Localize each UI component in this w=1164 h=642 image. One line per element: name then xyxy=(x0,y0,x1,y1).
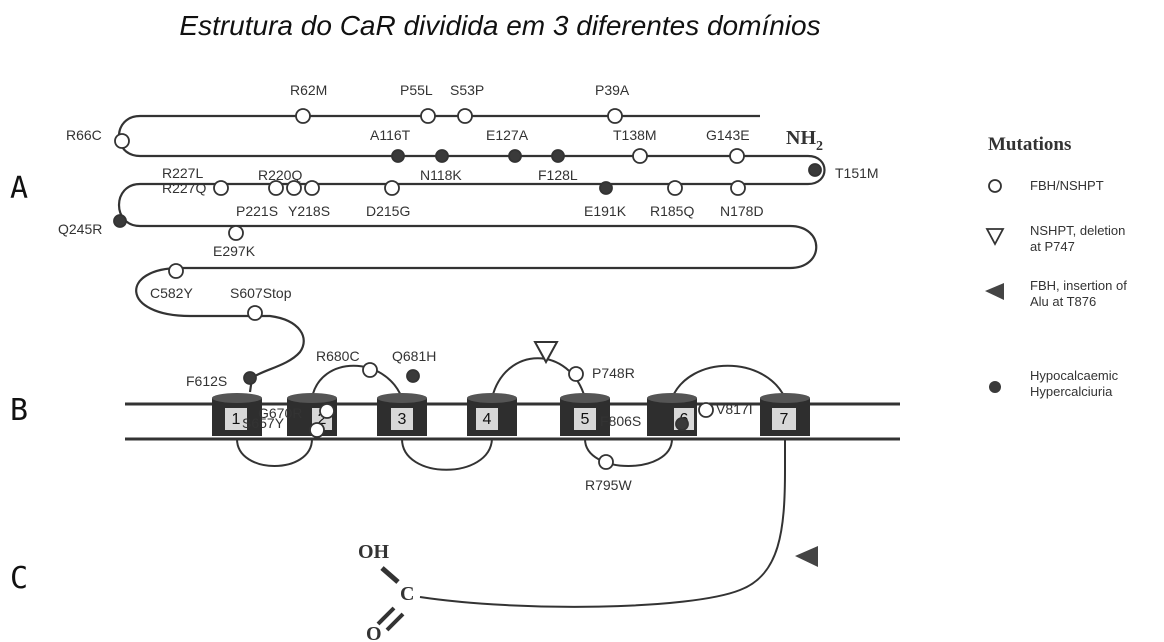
mutation-label: R66C xyxy=(66,127,102,143)
tm-helix-3: 3 xyxy=(377,393,427,436)
filled-mutation-marker xyxy=(392,150,404,162)
carboxyl-group: OH C O xyxy=(358,541,414,642)
mutation-label: R220Q xyxy=(258,167,302,183)
mutation-label: F806S xyxy=(600,413,641,429)
domain-label-a: A xyxy=(10,171,28,206)
mutation-label: R227L xyxy=(162,165,203,181)
oh-label: OH xyxy=(358,541,390,563)
open-mutation-marker xyxy=(731,181,745,195)
mutation-label: R62M xyxy=(290,82,327,98)
open-mutation-marker xyxy=(699,403,713,417)
open-circle-icon xyxy=(989,180,1001,192)
mutation-label: A116T xyxy=(370,127,411,143)
open-mutation-marker xyxy=(421,109,435,123)
mutation-label: C582Y xyxy=(150,285,193,301)
mutation-label: P221S xyxy=(236,203,278,219)
open-mutation-marker xyxy=(730,149,744,163)
mutation-label: V817I xyxy=(716,401,753,417)
open-mutation-marker xyxy=(296,109,310,123)
carbon-label: C xyxy=(400,583,414,605)
filled-mutation-marker xyxy=(407,370,419,382)
open-mutation-marker xyxy=(287,181,301,195)
open-mutation-marker xyxy=(363,363,377,377)
legend-title: Mutations xyxy=(988,134,1071,155)
mutation-label: R227Q xyxy=(162,180,206,196)
open-mutation-marker xyxy=(310,423,324,437)
filled-triangle-icon xyxy=(985,283,1004,300)
tm-label: 3 xyxy=(398,411,407,428)
mutation-label: Q681H xyxy=(392,348,436,364)
mutation-label: E297K xyxy=(213,243,256,259)
open-mutation-marker xyxy=(320,404,334,418)
open-mutation-marker xyxy=(169,264,183,278)
open-mutation-marker xyxy=(248,306,262,320)
mutation-label: S53P xyxy=(450,82,484,98)
tm-label: 1 xyxy=(232,411,241,428)
insertion-triangle-icon xyxy=(795,546,818,567)
mutation-label: Q245R xyxy=(58,221,102,237)
open-mutation-marker xyxy=(269,181,283,195)
mutation-label: G143E xyxy=(706,127,750,143)
open-mutation-marker xyxy=(569,367,583,381)
open-triangle-icon xyxy=(987,229,1003,244)
open-mutation-marker xyxy=(229,226,243,240)
mutation-label: P39A xyxy=(595,82,630,98)
legend-item-text: FBH/NSHPT xyxy=(1030,178,1104,193)
mutation-label: N178D xyxy=(720,203,764,219)
open-mutation-marker xyxy=(115,134,129,148)
filled-mutation-marker xyxy=(552,150,564,162)
filled-mutation-marker xyxy=(676,418,688,430)
tm-helix-4: 4 xyxy=(467,393,517,436)
mutation-label: E127A xyxy=(486,127,529,143)
filled-circle-icon xyxy=(989,381,1001,393)
mutation-label: T138M xyxy=(613,127,657,143)
filled-mutation-marker xyxy=(809,164,821,176)
filled-mutation-marker xyxy=(114,215,126,227)
legend-item-text: at P747 xyxy=(1030,239,1075,254)
open-mutation-marker xyxy=(633,149,647,163)
open-mutation-marker xyxy=(599,455,613,469)
mutation-label: F128L xyxy=(538,167,578,183)
legend-item-text: Alu at T876 xyxy=(1030,294,1096,309)
mutation-label: F612S xyxy=(186,373,227,389)
domain-label-c: C xyxy=(10,561,28,596)
open-mutation-marker xyxy=(385,181,399,195)
mutation-label: S657Y xyxy=(242,415,285,431)
mutation-label: S607Stop xyxy=(230,285,292,301)
mutation-label: R795W xyxy=(585,477,632,493)
open-mutation-marker xyxy=(608,109,622,123)
open-mutation-marker xyxy=(214,181,228,195)
mutation-label: P748R xyxy=(592,365,635,381)
legend-item-text: NSHPT, deletion xyxy=(1030,223,1125,238)
filled-mutation-marker xyxy=(244,372,256,384)
mutation-label: D215G xyxy=(366,203,410,219)
mutation-label: T151M xyxy=(835,165,879,181)
mutation-label: Y218S xyxy=(288,203,330,219)
legend-item-text: FBH, insertion of xyxy=(1030,278,1127,293)
mutation-label: E191K xyxy=(584,203,627,219)
mutation-label: N118K xyxy=(420,167,462,183)
legend-item-text: Hypercalciuria xyxy=(1030,384,1113,399)
n-terminus-label: NH2 xyxy=(786,127,823,154)
filled-mutation-marker xyxy=(436,150,448,162)
mutation-label: R185Q xyxy=(650,203,694,219)
tm-label: 5 xyxy=(581,411,590,428)
tm-label: 7 xyxy=(780,411,789,428)
mutation-label: R680C xyxy=(316,348,360,364)
mutation-label: P55L xyxy=(400,82,433,98)
tm-helix-6: 6 xyxy=(647,393,697,436)
open-mutation-marker xyxy=(305,181,319,195)
domain-label-b: B xyxy=(10,393,28,428)
tm-label: 4 xyxy=(483,411,492,428)
tm-helix-7: 7 xyxy=(760,393,810,436)
legend-item-text: Hypocalcaemic xyxy=(1030,368,1119,383)
open-mutation-marker xyxy=(668,181,682,195)
open-mutation-marker xyxy=(458,109,472,123)
oxygen-label: O xyxy=(366,623,382,642)
filled-mutation-marker xyxy=(600,182,612,194)
legend: Mutations FBH/NSHPT NSHPT, deletion at P… xyxy=(985,134,1127,399)
filled-mutation-marker xyxy=(509,150,521,162)
